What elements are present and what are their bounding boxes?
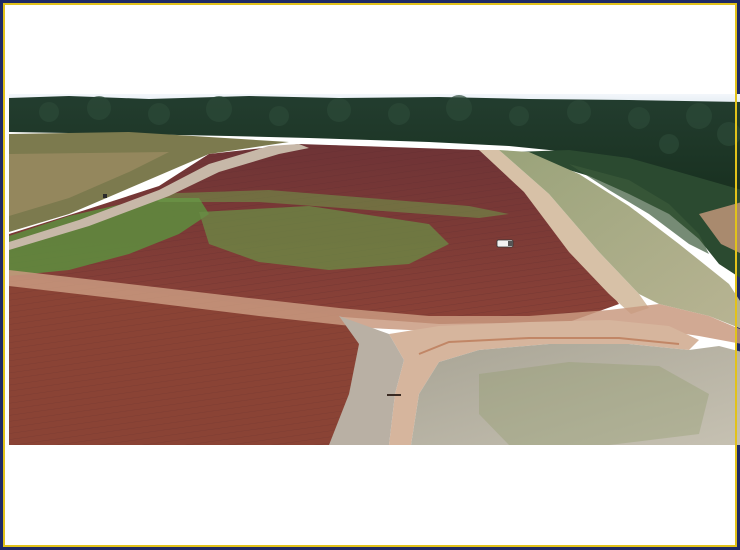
dirt-road-upper [9, 144, 309, 250]
aerial-photo-svg [9, 94, 740, 445]
gravel-slope-lower-right [411, 344, 740, 445]
dirt-road-winding-edge [418, 337, 680, 355]
gravel-slope-green-tint [479, 362, 709, 445]
forest-hillside-right [514, 150, 740, 278]
forest-texture [39, 95, 740, 154]
gravel-swale-center [329, 316, 404, 445]
grass-patch-band [149, 190, 509, 218]
field-far-right [699, 202, 740, 254]
aerial-photo [9, 94, 740, 445]
dirt-road-winding [389, 320, 699, 445]
equipment-marker [103, 194, 107, 198]
red-soil-lower-left-rows [9, 276, 369, 445]
forest-background [9, 96, 740, 199]
forest-hillside-right-shade [569, 164, 709, 254]
grass-slope-right [499, 150, 740, 329]
dirt-road-right [479, 150, 649, 314]
truck-vehicle [496, 239, 514, 248]
pipe-marker [387, 394, 401, 396]
grass-patch-center [199, 206, 449, 270]
field-left-plateau-light [9, 152, 169, 216]
grass-patch-left [9, 198, 209, 276]
